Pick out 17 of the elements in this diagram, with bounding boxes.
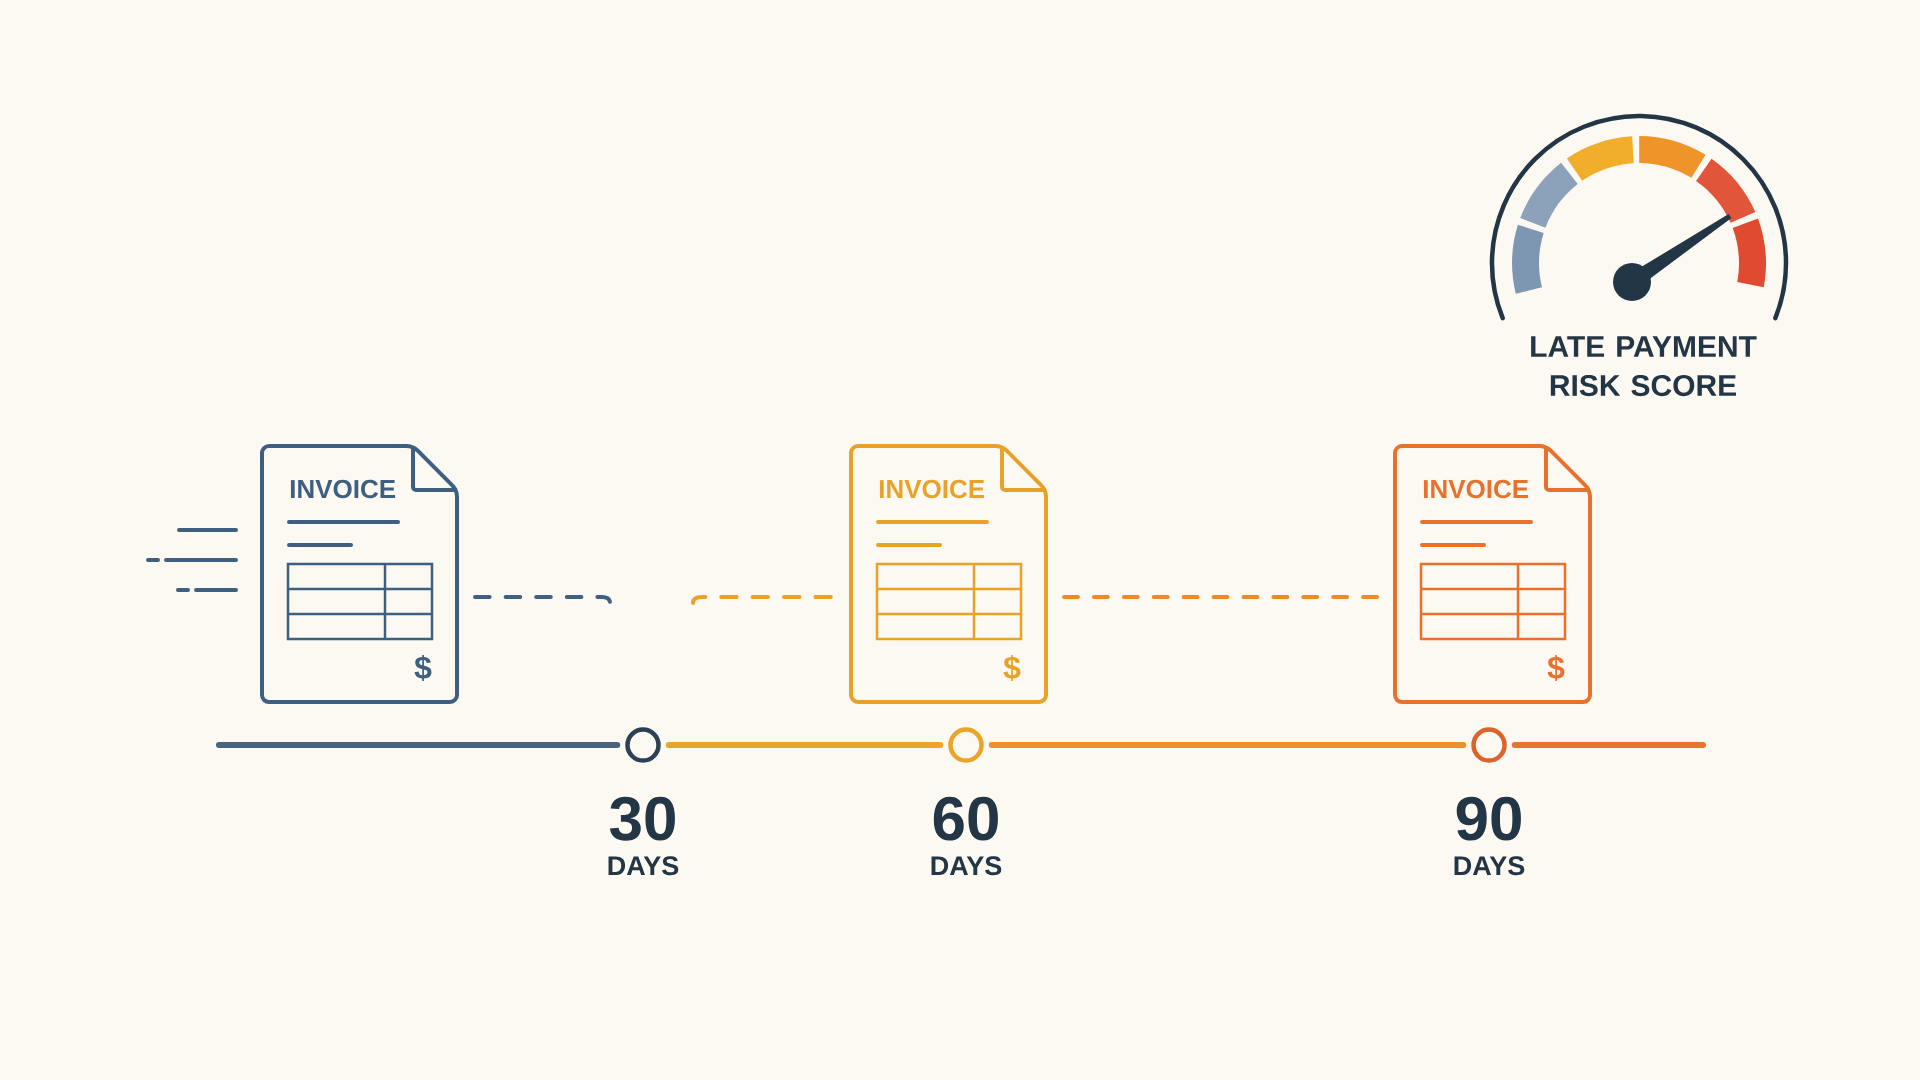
day-unit: DAYS — [608, 856, 679, 876]
invoice-document: INVOICE $ — [260, 444, 459, 704]
day-count: 30 — [609, 796, 675, 841]
timeline-line — [988, 742, 1467, 748]
dashed-line — [691, 595, 835, 605]
day-count: 60 — [933, 796, 998, 841]
gauge-label: LATE PAYMENT RISK SCORE — [1531, 336, 1757, 397]
timeline-line — [665, 742, 944, 748]
dashed-line — [1062, 595, 1379, 599]
day-unit: DAYS — [1454, 856, 1525, 876]
day-unit: DAYS — [931, 856, 1002, 876]
day-count: 90 — [1456, 796, 1521, 841]
timeline-line — [216, 742, 621, 748]
invoice-document: INVOICE $ — [1393, 444, 1592, 704]
dashed-line — [473, 595, 612, 605]
timeline-line — [1511, 742, 1706, 748]
invoice-document: INVOICE $ — [849, 444, 1048, 704]
